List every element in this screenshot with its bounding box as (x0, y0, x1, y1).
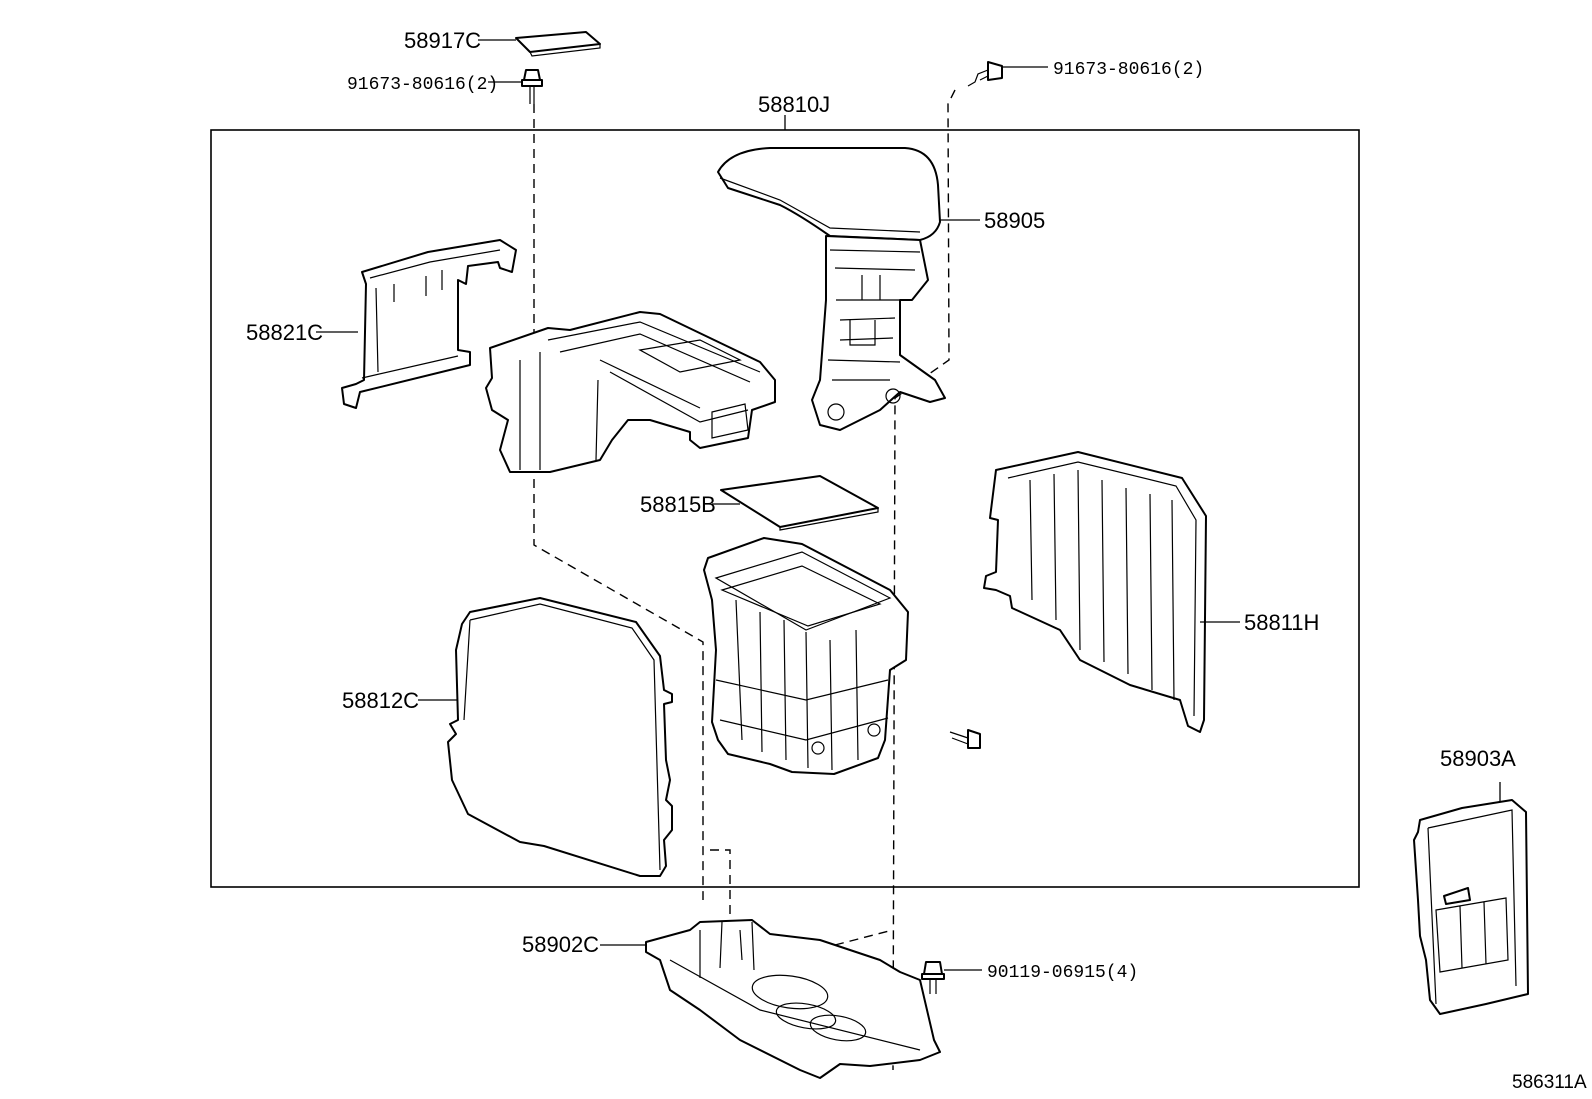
screw-left (521, 69, 543, 104)
label-58821c: 58821C (246, 320, 323, 345)
label-58812c: 58812C (342, 688, 419, 713)
label-58902c: 58902C (522, 932, 599, 957)
armrest-58905 (717, 147, 946, 431)
console-box (703, 537, 909, 775)
pad-58917c (515, 31, 601, 57)
bracket-58821c (341, 239, 517, 409)
label-91673-right: 91673-80616(2) (1053, 60, 1204, 80)
label-58905: 58905 (984, 208, 1045, 233)
mat-58815b (720, 475, 879, 531)
bolt-inner (949, 729, 981, 749)
cover-panel-58812c (447, 597, 673, 877)
label-58903a: 58903A (1440, 746, 1516, 771)
bolt-90119 (921, 961, 945, 994)
screw-right (967, 61, 1003, 87)
label-58917c: 58917C (404, 28, 481, 53)
label-90119: 90119-06915(4) (987, 963, 1138, 983)
console-frame (485, 311, 776, 473)
base-plate-58902c (645, 919, 941, 1079)
label-58810j: 58810J (758, 92, 830, 117)
label-58811h: 58811H (1244, 610, 1319, 635)
diagram-reference: 586311A (1512, 1072, 1587, 1093)
rear-panel-58903a (1413, 799, 1529, 1015)
label-58815b: 58815B (640, 492, 716, 517)
side-panel-58811h (983, 451, 1207, 733)
label-91673-left: 91673-80616(2) (347, 75, 498, 95)
